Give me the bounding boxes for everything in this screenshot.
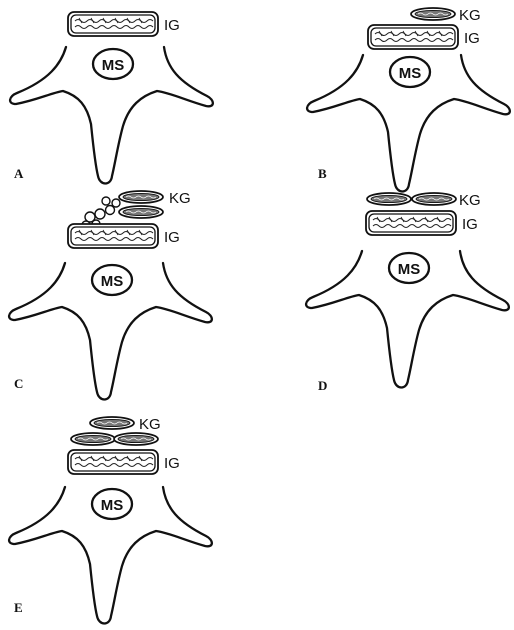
kg-label: KG bbox=[169, 190, 191, 207]
panel-b: KG IG MS B bbox=[307, 7, 510, 192]
inner-granule bbox=[68, 224, 158, 248]
ms-label: MS bbox=[102, 57, 125, 74]
inner-granule bbox=[368, 25, 458, 49]
keratohyalin-granule bbox=[114, 433, 158, 445]
panel-e: KG IG MS E bbox=[9, 416, 212, 624]
panel-d: KG IG MS D bbox=[306, 192, 509, 393]
keratohyalin-granule bbox=[90, 417, 134, 429]
inner-granule bbox=[68, 12, 158, 36]
panel-letter: A bbox=[14, 166, 24, 181]
keratohyalin-granule bbox=[119, 191, 163, 203]
ig-label: IG bbox=[164, 455, 180, 472]
panel-letter: E bbox=[14, 600, 23, 615]
keratohyalin-granule bbox=[71, 433, 115, 445]
ms-label: MS bbox=[399, 65, 422, 82]
inner-granule bbox=[68, 450, 158, 474]
keratohyalin-granule bbox=[119, 206, 163, 218]
panel-letter: C bbox=[14, 376, 23, 391]
ig-label: IG bbox=[462, 216, 478, 233]
kg-label: KG bbox=[459, 7, 481, 24]
keratohyalin-granule bbox=[411, 8, 455, 20]
panel-letter: B bbox=[318, 166, 327, 181]
panel-letter: D bbox=[318, 378, 327, 393]
ms-label: MS bbox=[398, 261, 421, 278]
ig-label: IG bbox=[164, 229, 180, 246]
ms-label: MS bbox=[101, 497, 124, 514]
panel-c: KG IG MS C bbox=[9, 190, 212, 400]
ig-label: IG bbox=[464, 30, 480, 47]
kg-label: KG bbox=[139, 416, 161, 433]
inner-granule bbox=[366, 211, 456, 235]
panel-a: IG MS A bbox=[10, 12, 213, 184]
keratohyalin-granule bbox=[412, 193, 456, 205]
ms-label: MS bbox=[101, 273, 124, 290]
kg-label: KG bbox=[459, 192, 481, 209]
keratohyalin-granule bbox=[367, 193, 411, 205]
ig-label: IG bbox=[164, 17, 180, 34]
